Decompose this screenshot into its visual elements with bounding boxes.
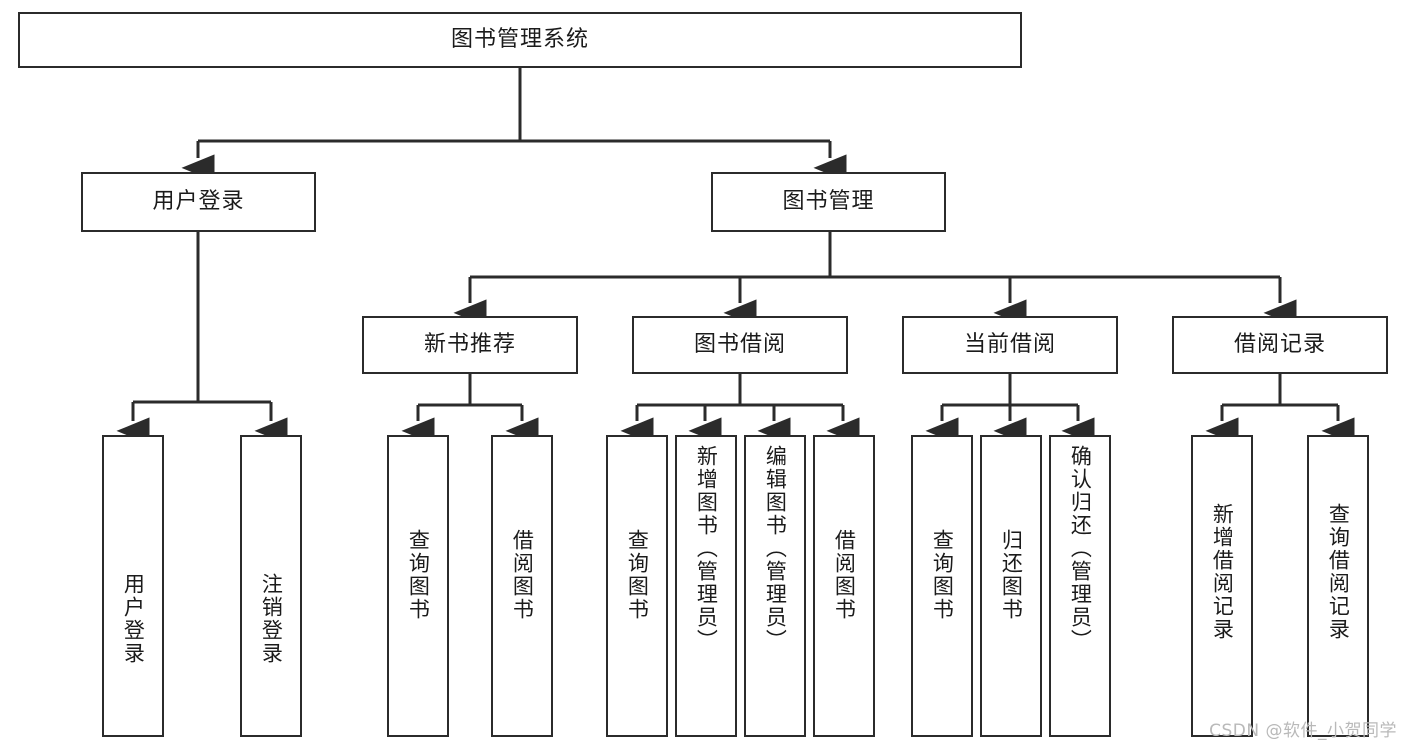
node-root-system[interactable]: 图书管理系统 [18, 12, 1022, 68]
node-label: 新增图书（管理员） [694, 445, 719, 652]
node-label: 借阅图书 [832, 529, 857, 621]
node-label: 确认归还（管理员） [1068, 445, 1093, 652]
node-current-borrow[interactable]: 当前借阅 [902, 316, 1118, 374]
node-new-book-recommend[interactable]: 新书推荐 [362, 316, 578, 374]
leaf-logout[interactable]: 注销登录 [240, 435, 302, 737]
leaf-user-login[interactable]: 用户登录 [102, 435, 164, 737]
leaf-confirm-return-admin[interactable]: 确认归还（管理员） [1049, 435, 1111, 737]
node-label: 编辑图书（管理员） [763, 445, 788, 652]
leaf-add-borrow-record[interactable]: 新增借阅记录 [1191, 435, 1253, 737]
node-label: 新增借阅记录 [1210, 503, 1235, 641]
node-label: 图书管理 [782, 189, 875, 215]
leaf-borrow-book[interactable]: 借阅图书 [813, 435, 875, 737]
node-label: 新书推荐 [423, 332, 516, 358]
node-label: 归还图书 [999, 529, 1024, 621]
leaf-query-book-borrow[interactable]: 查询图书 [606, 435, 668, 737]
leaf-borrow-book-new[interactable]: 借阅图书 [491, 435, 553, 737]
node-label: 用户登录 [152, 189, 245, 215]
leaf-return-book[interactable]: 归还图书 [980, 435, 1042, 737]
node-label: 查询图书 [625, 529, 650, 621]
node-label: 查询图书 [930, 529, 955, 621]
node-label: 注销登录 [259, 573, 284, 665]
leaf-query-borrow-record[interactable]: 查询借阅记录 [1307, 435, 1369, 737]
node-book-management[interactable]: 图书管理 [711, 172, 946, 232]
node-label: 用户登录 [121, 573, 146, 665]
watermark-text: CSDN @软件_小贺同学 [1209, 721, 1397, 741]
node-book-borrow[interactable]: 图书借阅 [632, 316, 848, 374]
leaf-query-book-new[interactable]: 查询图书 [387, 435, 449, 737]
node-label: 借阅记录 [1233, 332, 1326, 358]
leaf-add-book-admin[interactable]: 新增图书（管理员） [675, 435, 737, 737]
leaf-query-book-current[interactable]: 查询图书 [911, 435, 973, 737]
node-label: 借阅图书 [510, 529, 535, 621]
node-label: 查询借阅记录 [1326, 503, 1351, 641]
node-label: 当前借阅 [963, 332, 1056, 358]
node-user-login[interactable]: 用户登录 [81, 172, 316, 232]
node-label: 图书借阅 [693, 332, 786, 358]
node-borrow-record[interactable]: 借阅记录 [1172, 316, 1388, 374]
node-label: 图书管理系统 [450, 27, 589, 53]
node-label: 查询图书 [406, 529, 431, 621]
leaf-edit-book-admin[interactable]: 编辑图书（管理员） [744, 435, 806, 737]
